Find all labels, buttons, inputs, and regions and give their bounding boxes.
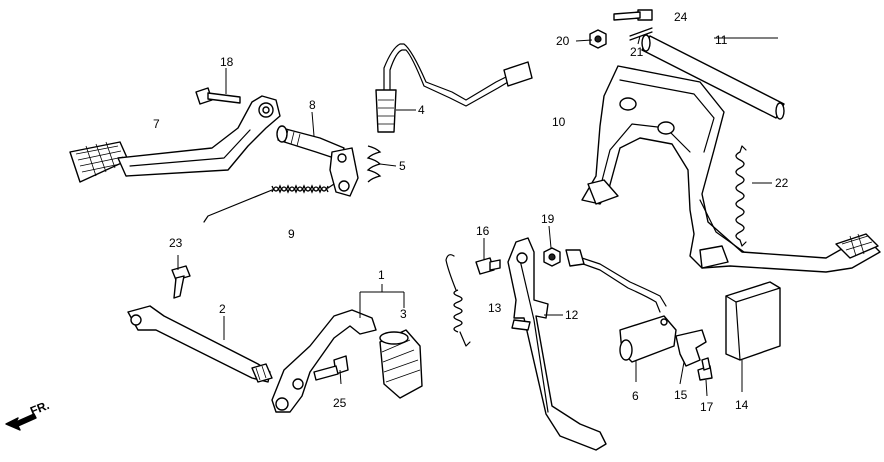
callout-10: 10 <box>552 115 566 129</box>
callout-20: 20 <box>556 34 570 48</box>
callout-labels: 18 7 8 9 4 5 24 20 21 11 10 22 16 19 13 … <box>153 10 789 414</box>
brake-switch-spring <box>366 145 382 183</box>
callout-5: 5 <box>399 159 406 173</box>
callout-9: 9 <box>288 227 295 241</box>
callout-23: 23 <box>169 236 183 250</box>
callout-14: 14 <box>735 398 749 412</box>
callout-25: 25 <box>333 396 347 410</box>
side-stand-spring <box>445 254 471 347</box>
gear-shift-link-bolt <box>171 265 191 299</box>
callout-2: 2 <box>219 302 226 316</box>
switch-bracket-bolt <box>697 357 713 381</box>
front-direction-label: FR. <box>28 398 51 418</box>
center-stand-spring <box>735 145 747 247</box>
callout-8: 8 <box>309 98 316 112</box>
callout-19: 19 <box>541 212 555 226</box>
center-stand-bolt <box>613 9 653 21</box>
front-direction-arrow: FR. <box>5 398 51 431</box>
side-stand-switch <box>565 249 677 363</box>
switch-cover <box>725 281 781 361</box>
leader-lines <box>177 35 778 397</box>
gear-shift-arm <box>271 309 377 413</box>
callout-7: 7 <box>153 117 160 131</box>
side-stand <box>507 237 607 451</box>
brake-return-spring <box>203 183 335 223</box>
callout-18: 18 <box>220 55 234 69</box>
brake-pedal <box>69 95 281 183</box>
center-stand-shaft <box>641 34 785 120</box>
callout-11: 11 <box>715 33 728 47</box>
gear-shift-link-rod <box>127 305 273 383</box>
brake-spindle <box>276 125 359 197</box>
callout-16: 16 <box>476 224 490 238</box>
side-stand-bolt <box>475 257 501 275</box>
callout-21: 21 <box>630 45 644 59</box>
callout-15: 15 <box>674 388 688 402</box>
gear-shift-rubber <box>379 329 423 399</box>
center-stand <box>581 65 881 273</box>
callout-24: 24 <box>674 10 688 24</box>
callout-6: 6 <box>632 389 639 403</box>
side-stand-nut <box>543 247 561 267</box>
callout-22: 22 <box>775 176 789 190</box>
brake-switch <box>375 43 533 133</box>
center-stand-nut <box>589 29 607 49</box>
callout-13: 13 <box>488 301 502 315</box>
callout-17: 17 <box>700 400 714 414</box>
cotter-pin <box>629 27 653 41</box>
brake-pedal-bolt <box>195 87 241 105</box>
callout-3: 3 <box>400 307 407 321</box>
callout-1: 1 <box>378 268 385 282</box>
gear-shift-bolt <box>313 355 349 381</box>
switch-bracket <box>675 329 707 367</box>
callout-4: 4 <box>418 103 425 117</box>
callout-12: 12 <box>565 308 579 322</box>
